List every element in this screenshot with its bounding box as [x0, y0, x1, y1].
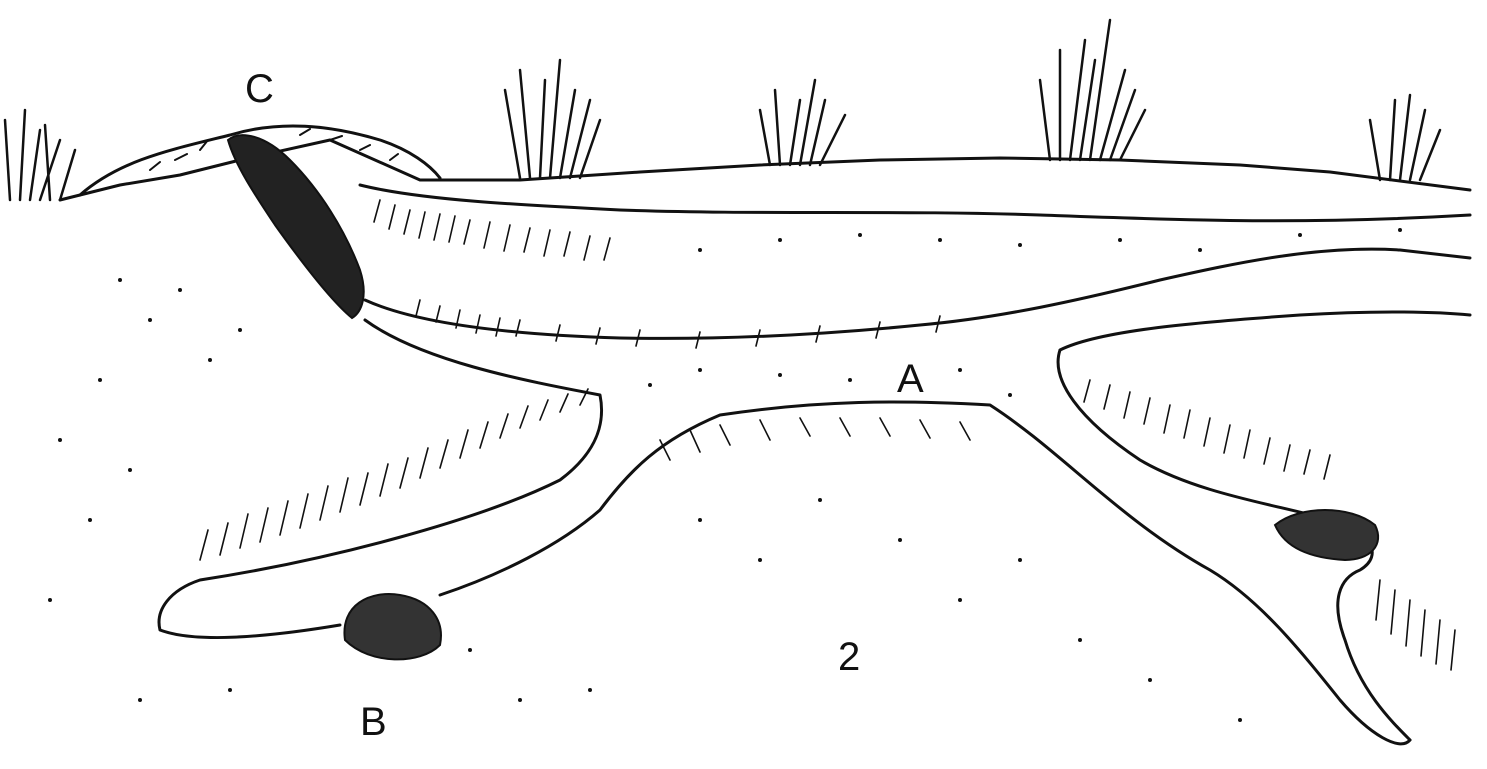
pocket-b	[344, 594, 440, 659]
label-a: A	[897, 357, 924, 401]
upper-tunnel-roof	[360, 185, 1470, 221]
pocket-right	[1275, 510, 1378, 560]
figure-number: 2	[838, 635, 860, 679]
label-c: C	[245, 67, 274, 111]
upper-tunnel-floor	[365, 249, 1470, 338]
label-b: B	[360, 700, 387, 744]
right-chamber-wall	[1058, 312, 1470, 740]
grass-tufts	[5, 20, 1440, 200]
mole-figure	[228, 135, 364, 318]
left-chamber-wall	[159, 320, 602, 638]
earth-stipple	[48, 228, 1402, 722]
